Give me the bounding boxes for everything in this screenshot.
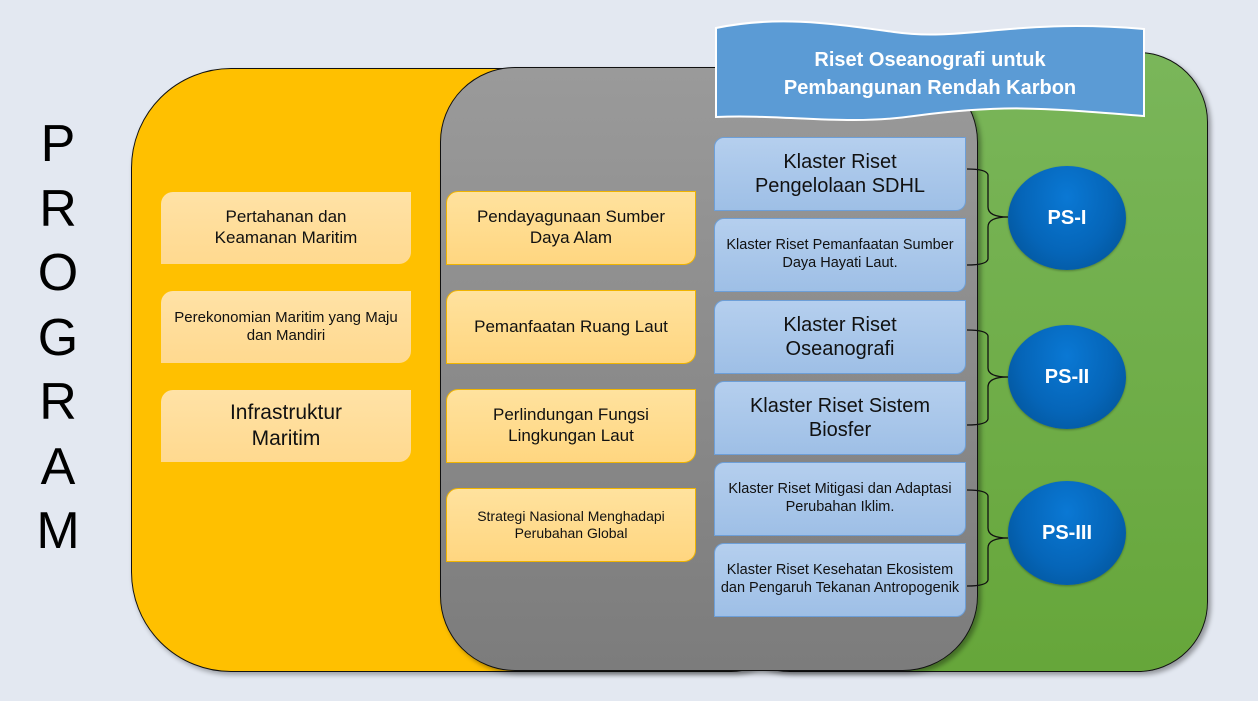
gray-item-perlindungan: Perlindungan Fungsi Lingkungan Laut xyxy=(446,389,696,463)
ps-label: PS-I xyxy=(1047,206,1087,229)
ps-i-circle: PS-I xyxy=(1008,166,1126,270)
gray-item-label: Pendayagunaan Sumber Daya Alam xyxy=(476,207,666,247)
gray-item-label: Pemanfaatan Ruang Laut xyxy=(474,316,668,336)
gray-item-pendayagunaan: Pendayagunaan Sumber Daya Alam xyxy=(446,191,696,265)
cluster-label: Klaster Riset Sistem Biosfer xyxy=(749,394,931,441)
program-letter: A xyxy=(40,437,76,496)
yellow-item-label: Infrastruktur Maritim xyxy=(229,401,343,450)
cluster-label: Klaster Riset Kesehatan Ekosistem dan Pe… xyxy=(720,562,960,596)
gray-item-pemanfaatan-ruang: Pemanfaatan Ruang Laut xyxy=(446,290,696,364)
yellow-item-pertahanan: Pertahanan dan Keamanan Maritim xyxy=(161,192,411,264)
ps-label: PS-III xyxy=(1041,521,1092,544)
banner-title-line1: Riset Oseanografi untuk xyxy=(814,49,1046,71)
cluster-label: Klaster Riset Mitigasi dan Adaptasi Peru… xyxy=(728,481,952,515)
program-vertical-label: P R O G R A M xyxy=(36,112,80,564)
gray-item-label: Strategi Nasional Menghadapi Perubahan G… xyxy=(477,507,665,541)
cluster-label: Klaster Riset Pemanfaatan Sumber Daya Ha… xyxy=(726,237,954,271)
gray-item-label: Perlindungan Fungsi Lingkungan Laut xyxy=(493,405,649,445)
cluster-box-kesehatan: Klaster Riset Kesehatan Ekosistem dan Pe… xyxy=(714,543,966,617)
gray-item-strategi: Strategi Nasional Menghadapi Perubahan G… xyxy=(446,488,696,562)
yellow-item-label: Perekonomian Maritim yang Maju dan Mandi… xyxy=(174,308,398,344)
program-letter: M xyxy=(36,502,80,560)
program-letter: R xyxy=(39,179,77,238)
cluster-label: Klaster Riset Oseanografi xyxy=(783,313,897,360)
yellow-item-label: Pertahanan dan Keamanan Maritim xyxy=(214,207,358,247)
title-banner: Riset Oseanografi untuk Pembangunan Rend… xyxy=(714,20,1146,124)
program-letter: O xyxy=(37,244,79,302)
cluster-box-biosfer: Klaster Riset Sistem Biosfer xyxy=(714,381,966,455)
program-letter: G xyxy=(37,308,79,367)
cluster-box-sdhl: Klaster Riset Pengelolaan SDHL xyxy=(714,137,966,211)
ps-iii-circle: PS-III xyxy=(1008,481,1126,585)
cluster-box-mitigasi: Klaster Riset Mitigasi dan Adaptasi Peru… xyxy=(714,462,966,536)
yellow-item-perekonomian: Perekonomian Maritim yang Maju dan Mandi… xyxy=(161,291,411,363)
program-letter: P xyxy=(40,115,76,173)
ps-ii-circle: PS-II xyxy=(1008,325,1126,429)
yellow-item-infrastruktur: Infrastruktur Maritim xyxy=(161,390,411,462)
ps-label: PS-II xyxy=(1044,365,1090,388)
banner-wave-shape xyxy=(715,20,1145,122)
cluster-box-oseanografi: Klaster Riset Oseanografi xyxy=(714,300,966,374)
program-letter: R xyxy=(39,373,77,431)
cluster-box-hayati-laut: Klaster Riset Pemanfaatan Sumber Daya Ha… xyxy=(714,218,966,292)
banner-title-line2: Pembangunan Rendah Karbon xyxy=(783,77,1077,99)
cluster-label: Klaster Riset Pengelolaan SDHL xyxy=(754,150,926,197)
